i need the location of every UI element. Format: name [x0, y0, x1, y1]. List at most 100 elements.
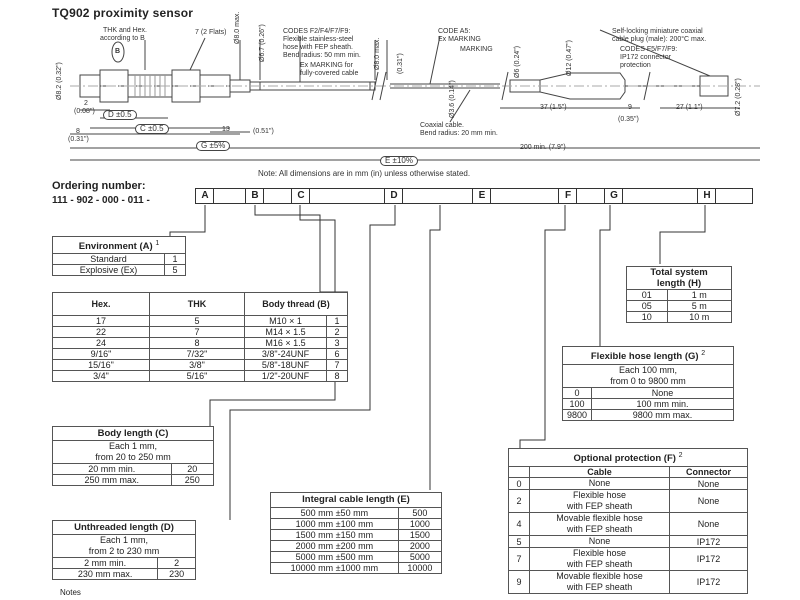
hose-label: 100 mm min.: [591, 398, 734, 411]
page-title: TQ902 proximity sensor: [52, 6, 194, 20]
hose-code: 0: [562, 387, 592, 400]
coax-label: Coaxial cable.: [420, 122, 464, 129]
cable-col-header: Cable: [528, 466, 671, 479]
prot-cable: Flexible hose: [573, 490, 627, 501]
hose-desc: from 0 to 9800 mm: [610, 376, 686, 387]
body-length-desc: Each 1 mm,: [108, 441, 157, 451]
dim-27: 27 (1.1"): [676, 104, 703, 111]
body-length-desc: from 20 to 250 mm: [95, 452, 171, 462]
hose-label: None: [591, 387, 734, 400]
hose-sup: 2: [701, 350, 706, 357]
dim-8: 8: [76, 128, 80, 135]
unthreaded-table: Unthreaded length (D) Each 1 mm,from 2 t…: [51, 520, 196, 580]
ex-marking-label: Ex MARKING for: [300, 62, 353, 69]
code-cell: 3: [326, 337, 348, 349]
code-blank-f: [576, 188, 606, 204]
dim-8-in: (0.31"): [68, 136, 89, 143]
d80b-label: Ø8.0 max.: [374, 37, 381, 70]
code-cell: 2: [326, 326, 348, 338]
code-blank-h: [715, 188, 753, 204]
code-box-g: G: [604, 188, 624, 204]
prot-code: 2: [508, 489, 530, 514]
fully-covered-label: fully-covered cable: [300, 70, 359, 77]
prot-cable: None: [588, 536, 611, 547]
d82-label: Ø8.2 (0.32"): [56, 62, 63, 100]
cable-code: 500: [397, 507, 443, 519]
thk-hex-label: THK and Hex.: [103, 27, 147, 34]
d72-label: Ø7.2 (0.28"): [735, 78, 742, 116]
flex-hose-label: Flexible stainless-steel: [283, 36, 354, 43]
self-locking-label: Self-locking miniature coaxial: [612, 28, 703, 35]
code-box-h: H: [697, 188, 717, 204]
total-title: length (H): [656, 278, 702, 289]
thread-cell: 1/2"-20UNF: [244, 370, 327, 382]
thk-cell: 8: [149, 337, 245, 349]
d6-label: Ø6 (0.24"): [514, 45, 521, 78]
total-code: 01: [626, 289, 668, 301]
code-box-c: C: [291, 188, 311, 204]
bend50-label: Bend radius: 50 mm min.: [283, 52, 361, 59]
total-label: 5 m: [666, 300, 733, 312]
thread-cell: M16 × 1.5: [244, 337, 327, 349]
hex-cell: 9/16": [52, 348, 150, 360]
d80-label: Ø8.0 max.: [234, 11, 241, 44]
cable-code: 1500: [397, 529, 443, 541]
protection-sup: 2: [678, 452, 683, 459]
prot-code: 7: [508, 547, 530, 572]
cable-code: 1000: [397, 518, 443, 530]
prot-cable: Flexible hose: [573, 548, 627, 559]
table-row: 250 mm max.250: [52, 474, 215, 486]
thread-cell: 3/8"-24UNF: [244, 348, 327, 360]
cable-plug-label: cable plug (male): 200°C max.: [612, 36, 707, 43]
hose-length-table: Flexible hose length (G) 2 Each 100 mm,f…: [562, 345, 734, 422]
d36-label: Ø3.6 (0.14"): [449, 80, 456, 118]
hex-header: Hex.: [52, 292, 150, 316]
thk-cell: 7/32": [149, 348, 245, 360]
code-box-b: B: [245, 188, 265, 204]
hex-cell: 24: [52, 337, 150, 349]
hex-cell: 22: [52, 326, 150, 338]
cable-label: 500 mm ±50 mm: [270, 507, 399, 519]
e-tol-badge: E ±10%: [380, 156, 418, 166]
table-row: 2 mm min.2: [51, 557, 196, 569]
unthreaded-label: 2 mm min.: [51, 557, 159, 569]
protection-title: Optional protection (F): [573, 453, 676, 465]
cable-label: 1000 mm ±100 mm: [270, 518, 399, 530]
prot-code: 9: [508, 570, 530, 595]
codes-f-label: CODES F2/F4/F7/F9:: [283, 28, 351, 35]
unthreaded-desc: Each 1 mm,: [99, 535, 148, 545]
total-code: 10: [626, 311, 668, 323]
hex-cell: 3/4": [52, 370, 150, 382]
dim-13-in: (0.51"): [253, 128, 274, 135]
code-box-a: A: [195, 188, 215, 204]
dim-2-in: (0.08"): [74, 108, 95, 115]
table-row: 20 mm min.20: [52, 463, 215, 475]
dim-9: 9: [628, 104, 632, 111]
code-box-e: E: [472, 188, 492, 204]
connector-col-header: Connector: [669, 466, 748, 479]
hose-fep-label: hose with FEP sheath.: [283, 44, 353, 51]
cable-code: 2000: [397, 540, 443, 552]
code-cell: 1: [326, 315, 348, 327]
prot-code: 0: [508, 477, 530, 491]
ex-marking2-label: Ex MARKING: [438, 36, 481, 43]
prot-connector: None: [669, 512, 748, 537]
hose-desc: Each 100 mm,: [618, 365, 678, 376]
d031-label: (0.31"): [397, 53, 404, 74]
unthreaded-title: Unthreaded length (D): [52, 520, 196, 535]
bend20-label: Bend radius: 20 mm min.: [420, 130, 498, 137]
